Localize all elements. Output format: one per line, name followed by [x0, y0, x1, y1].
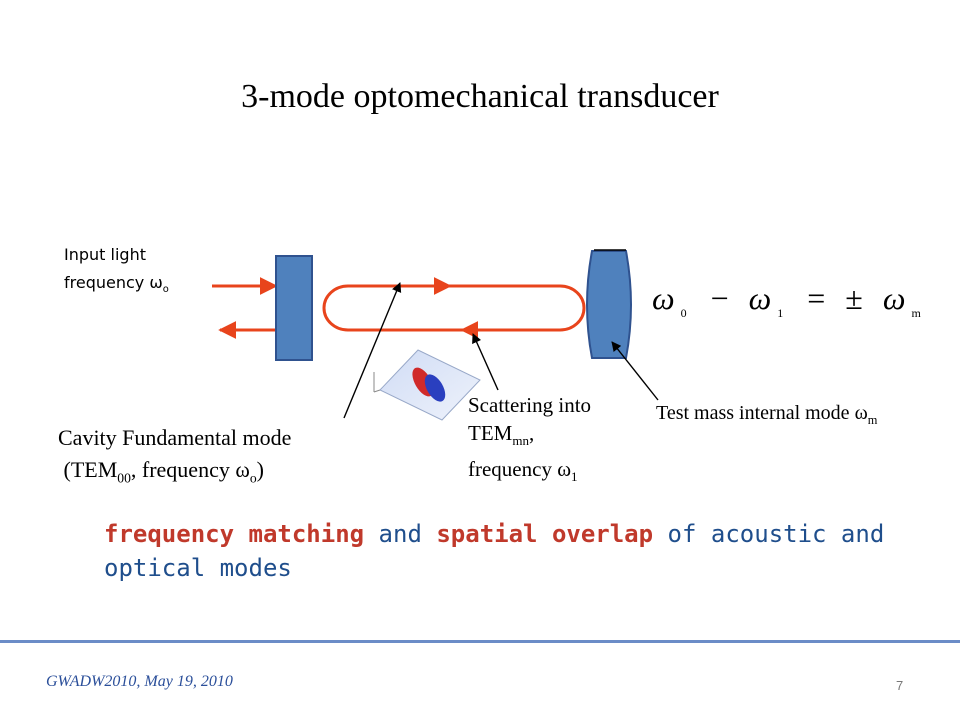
- scattering-line3: frequency ω1: [468, 457, 578, 485]
- highlight-spatial-overlap: spatial overlap: [436, 520, 654, 548]
- pointer-cavity-mode: [343, 282, 402, 419]
- pointer-test-mass: [611, 341, 659, 401]
- summary-text: frequency matching and spatial overlap o…: [104, 520, 885, 582]
- scattering-line1: Scattering into: [468, 393, 592, 417]
- test-mass-label: Test mass internal mode ωm: [656, 402, 878, 427]
- cavity-mode-label: Cavity Fundamental mode (TEM00, frequenc…: [58, 422, 291, 494]
- input-line2: frequency ωo: [64, 273, 169, 296]
- scattering-line2: TEMmn,: [468, 421, 535, 449]
- cavity-beam-loop: [322, 284, 586, 332]
- input-line1: Input light: [64, 245, 146, 264]
- mode-shape-plot: [373, 349, 481, 421]
- highlight-frequency-matching: frequency matching: [104, 520, 365, 548]
- page-number: 7: [896, 678, 904, 693]
- test-mass-mirror: [586, 250, 632, 359]
- scattering-label: Scattering into TEMmn, frequency ω1: [468, 391, 591, 491]
- input-mirror: [275, 255, 313, 361]
- footer-conference: GWADW2010, May 19, 2010: [46, 673, 233, 690]
- footer-divider: [0, 640, 960, 643]
- cavity-line1: Cavity Fundamental mode: [58, 425, 292, 450]
- slide-title: 3-mode optomechanical transducer: [241, 78, 719, 115]
- pointer-scattering: [472, 333, 499, 391]
- input-light-label: Input light frequency ωo: [64, 241, 169, 304]
- cavity-line2: (TEM00, frequency ωo): [63, 457, 264, 486]
